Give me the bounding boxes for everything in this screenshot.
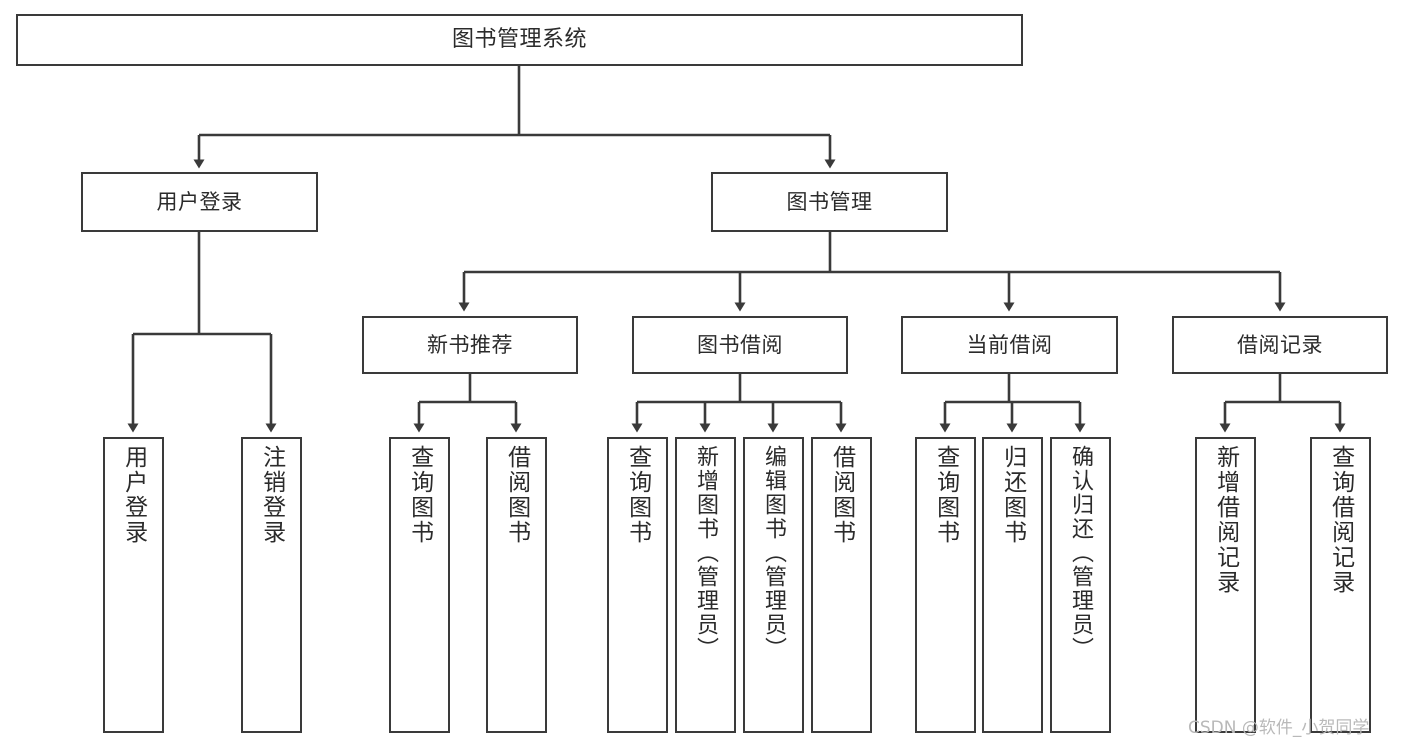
node-label: 查询图书 xyxy=(406,445,433,545)
node-label: 查询借阅记录 xyxy=(1327,445,1354,595)
leaf-borrow-record-query-record[interactable]: 查询借阅记录 xyxy=(1310,437,1371,733)
node-user-login[interactable]: 用户登录 xyxy=(81,172,318,232)
node-label: 借阅图书 xyxy=(503,445,530,545)
leaf-user-login-logout[interactable]: 注销登录 xyxy=(241,437,302,733)
node-label: 图书管理系统 xyxy=(451,27,587,53)
node-label: 用户登录 xyxy=(120,445,147,545)
node-label: 查询图书 xyxy=(624,445,651,545)
node-label: 新增图书（管理员） xyxy=(693,445,719,661)
node-book-management[interactable]: 图书管理 xyxy=(711,172,948,232)
leaf-book-borrow-add-book-admin[interactable]: 新增图书（管理员） xyxy=(675,437,736,733)
leaf-borrow-record-add-record[interactable]: 新增借阅记录 xyxy=(1195,437,1256,733)
node-borrowing-records[interactable]: 借阅记录 xyxy=(1172,316,1388,374)
node-label: 用户登录 xyxy=(156,189,243,214)
node-label: 借阅记录 xyxy=(1237,332,1323,357)
node-new-book-recommendation[interactable]: 新书推荐 xyxy=(362,316,578,374)
node-label: 编辑图书（管理员） xyxy=(761,445,787,661)
leaf-new-book-borrow-books[interactable]: 借阅图书 xyxy=(486,437,547,733)
leaf-book-borrow-borrow-books[interactable]: 借阅图书 xyxy=(811,437,872,733)
leaf-book-borrow-edit-book-admin[interactable]: 编辑图书（管理员） xyxy=(743,437,804,733)
leaf-current-borrow-confirm-return-admin[interactable]: 确认归还（管理员） xyxy=(1050,437,1111,733)
node-label: 确认归还（管理员） xyxy=(1068,445,1094,661)
node-label: 图书管理 xyxy=(786,189,873,214)
leaf-current-borrow-return-books[interactable]: 归还图书 xyxy=(982,437,1043,733)
node-label: 新增借阅记录 xyxy=(1212,445,1239,595)
csdn-watermark: CSDN @软件_小贺同学 xyxy=(1188,718,1370,738)
node-label: 图书借阅 xyxy=(697,332,783,357)
node-book-borrowing[interactable]: 图书借阅 xyxy=(632,316,848,374)
node-label: 注销登录 xyxy=(258,445,285,545)
leaf-current-borrow-query-books[interactable]: 查询图书 xyxy=(915,437,976,733)
node-label: 新书推荐 xyxy=(427,332,513,357)
leaf-user-login-login[interactable]: 用户登录 xyxy=(103,437,164,733)
node-label: 借阅图书 xyxy=(828,445,855,545)
node-root-library-management-system[interactable]: 图书管理系统 xyxy=(16,14,1023,66)
node-label: 当前借阅 xyxy=(966,332,1053,357)
node-label: 查询图书 xyxy=(932,445,959,545)
node-current-borrowing[interactable]: 当前借阅 xyxy=(901,316,1118,374)
leaf-book-borrow-query-books[interactable]: 查询图书 xyxy=(607,437,668,733)
node-label: 归还图书 xyxy=(999,445,1026,545)
leaf-new-book-query-books[interactable]: 查询图书 xyxy=(389,437,450,733)
